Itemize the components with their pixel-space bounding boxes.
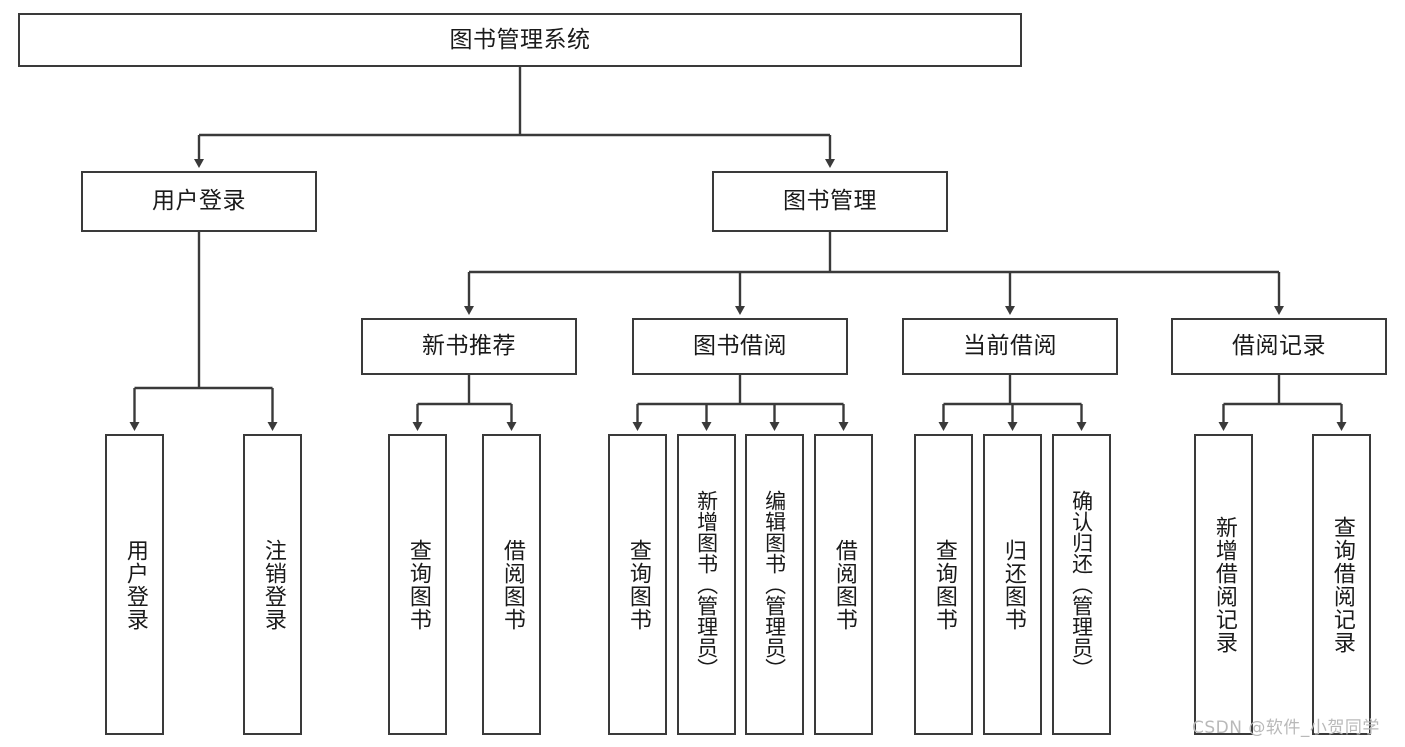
node-label: 用户登录	[122, 538, 148, 631]
node-user-logout-action[interactable]: 注销登录	[243, 434, 302, 735]
node-book-borrow[interactable]: 图书借阅	[632, 318, 848, 375]
node-label: 注销登录	[260, 538, 286, 631]
node-label: 借阅图书	[831, 538, 857, 631]
node-label: 图书管理	[783, 188, 877, 215]
node-label: 新书推荐	[422, 333, 516, 360]
node-root-system[interactable]: 图书管理系统	[18, 13, 1022, 67]
node-label: 新增图书（管理员）	[694, 490, 719, 679]
node-label: 查询图书	[931, 538, 957, 631]
node-label: 确认归还（管理员）	[1069, 490, 1094, 679]
node-label: 当前借阅	[963, 333, 1057, 360]
node-add-borrow-record[interactable]: 新增借阅记录	[1194, 434, 1253, 735]
node-label: 查询图书	[405, 538, 431, 631]
node-query-book-recommend[interactable]: 查询图书	[388, 434, 447, 735]
node-add-book-admin[interactable]: 新增图书（管理员）	[677, 434, 736, 735]
node-query-borrow-record[interactable]: 查询借阅记录	[1312, 434, 1371, 735]
node-borrow-book-action[interactable]: 借阅图书	[814, 434, 873, 735]
node-user-login-action[interactable]: 用户登录	[105, 434, 164, 735]
node-label: 借阅图书	[499, 538, 525, 631]
node-borrow-record[interactable]: 借阅记录	[1171, 318, 1387, 375]
node-label: 查询图书	[625, 538, 651, 631]
node-new-book-recommend[interactable]: 新书推荐	[361, 318, 577, 375]
node-borrow-book-recommend[interactable]: 借阅图书	[482, 434, 541, 735]
csdn-watermark: CSDN @软件_小贺同学	[1192, 718, 1380, 738]
node-query-book-current[interactable]: 查询图书	[914, 434, 973, 735]
node-edit-book-admin[interactable]: 编辑图书（管理员）	[745, 434, 804, 735]
node-return-book[interactable]: 归还图书	[983, 434, 1042, 735]
node-user-login[interactable]: 用户登录	[81, 171, 317, 232]
node-label: 借阅记录	[1232, 333, 1326, 360]
node-label: 用户登录	[152, 188, 246, 215]
node-label: 新增借阅记录	[1211, 515, 1237, 654]
node-label: 图书管理系统	[449, 26, 591, 53]
node-label: 编辑图书（管理员）	[762, 490, 787, 679]
node-label: 查询借阅记录	[1329, 515, 1355, 654]
node-confirm-return-admin[interactable]: 确认归还（管理员）	[1052, 434, 1111, 735]
node-label: 归还图书	[1000, 538, 1026, 631]
node-query-book-borrow[interactable]: 查询图书	[608, 434, 667, 735]
node-current-borrow[interactable]: 当前借阅	[902, 318, 1118, 375]
node-book-management[interactable]: 图书管理	[712, 171, 948, 232]
node-label: 图书借阅	[693, 333, 787, 360]
